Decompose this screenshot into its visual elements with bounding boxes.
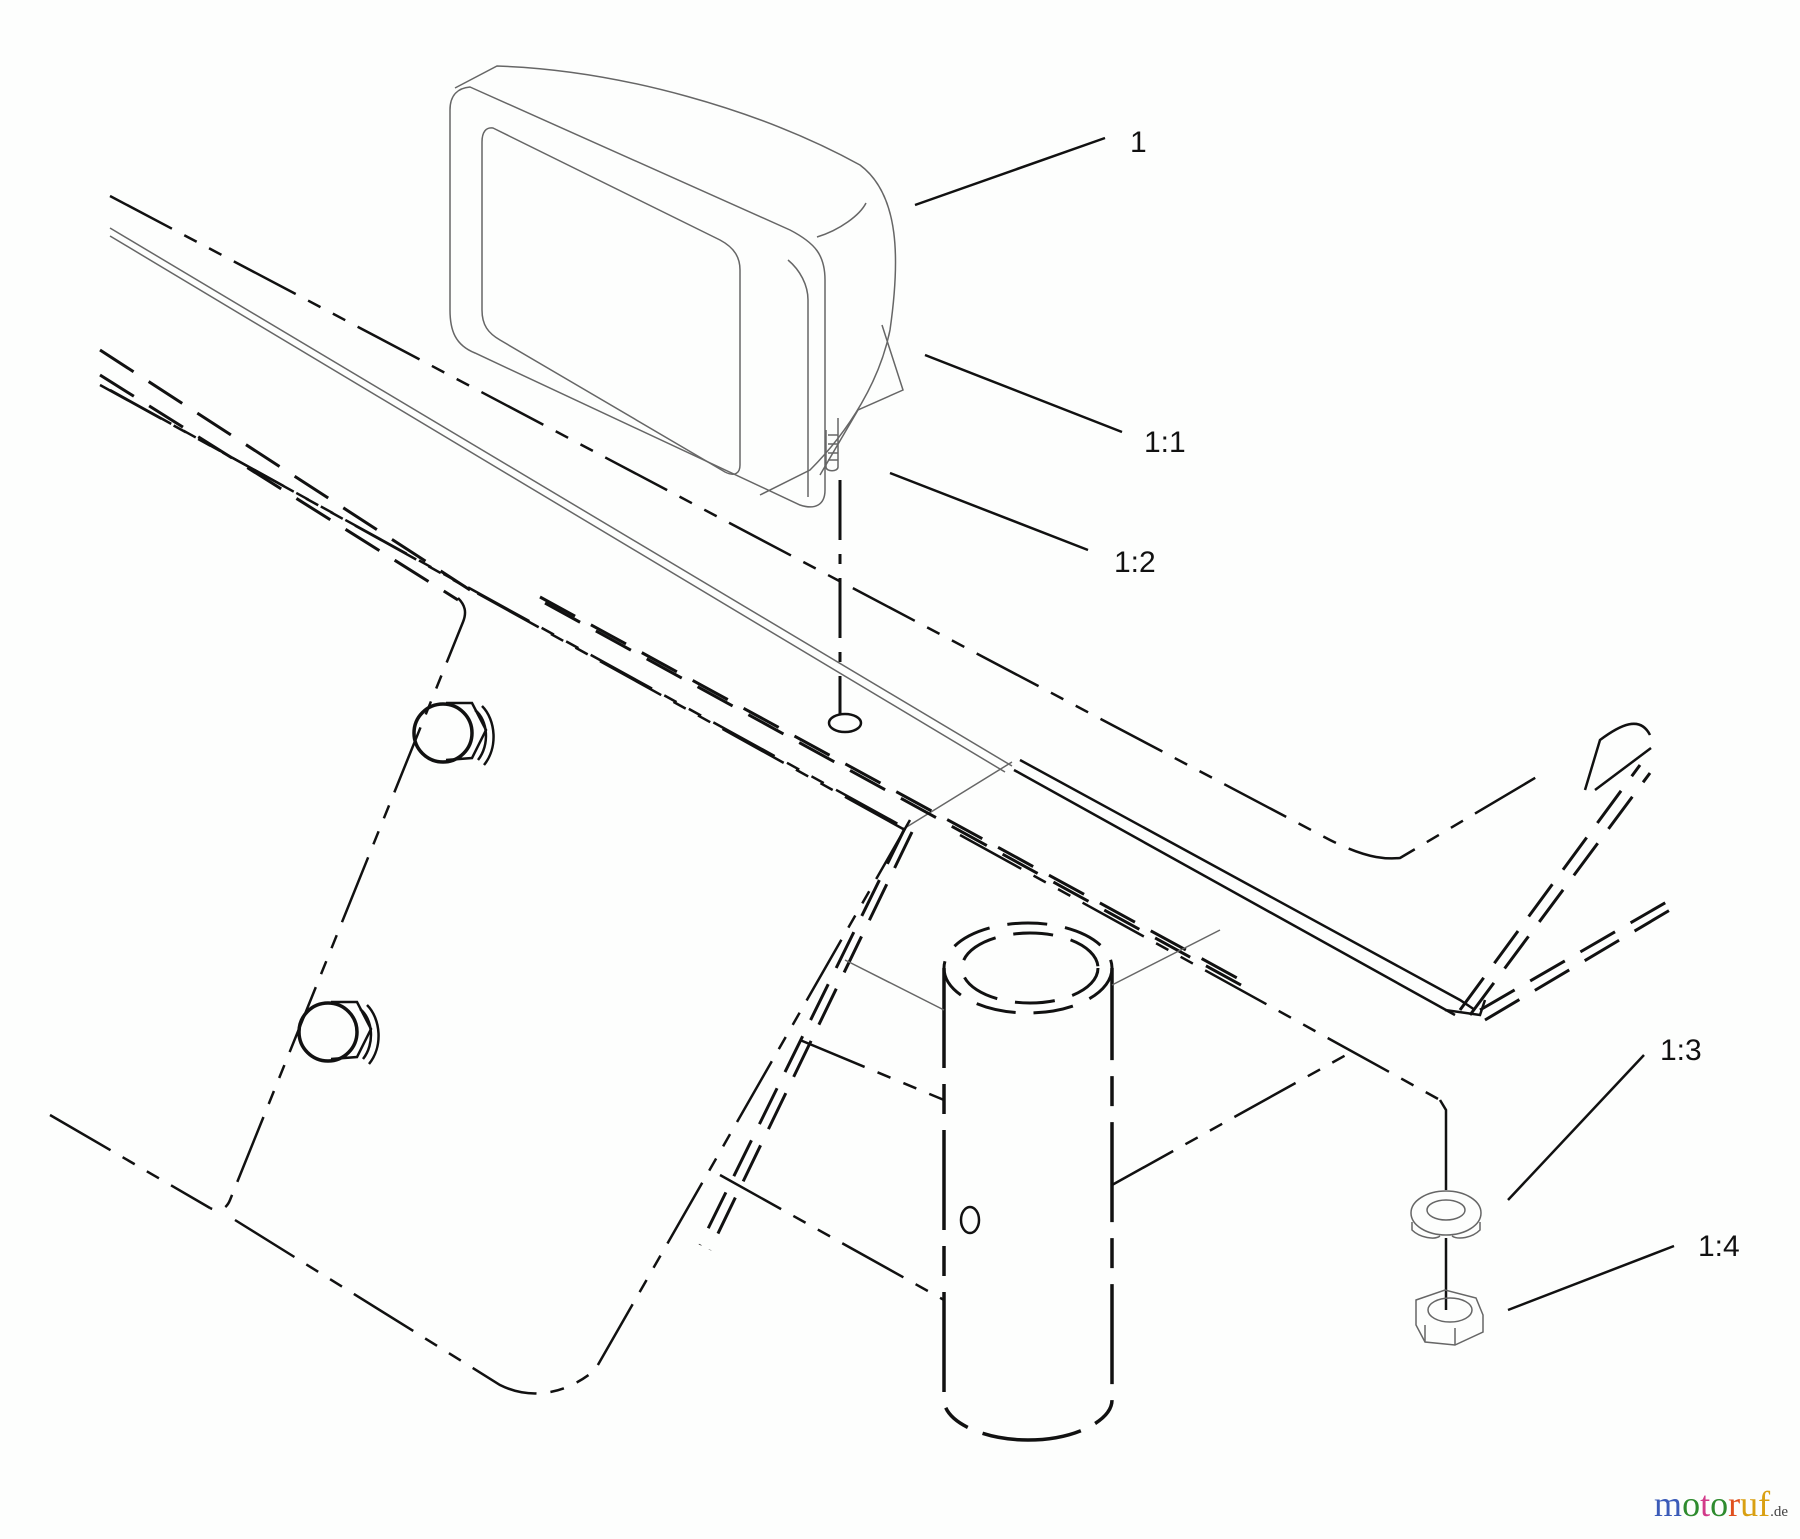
- hex-bolt-lower: [297, 1000, 380, 1065]
- callout-label-1: 1: [1130, 126, 1147, 159]
- watermark-letter: u: [1740, 1484, 1759, 1524]
- work-light-housing: [449, 65, 904, 508]
- watermark-suffix: .de: [1770, 1504, 1788, 1520]
- pivot-tube: [942, 921, 1114, 1442]
- hex-bolt-upper: [412, 701, 495, 766]
- callout-label-1-3: 1:3: [1660, 1034, 1702, 1067]
- leader-line-1-3: [1507, 1054, 1645, 1201]
- side-plate: [49, 597, 914, 1395]
- watermark-letter: t: [1700, 1484, 1711, 1524]
- watermark-letter: o: [1710, 1484, 1729, 1524]
- watermark-letter: f: [1758, 1484, 1771, 1524]
- leader-line-1: [914, 136, 1106, 207]
- hex-nut: [1415, 1289, 1484, 1346]
- leader-line-1-4: [1507, 1244, 1675, 1312]
- threaded-stud: [825, 418, 839, 472]
- callout-label-1-2: 1:2: [1114, 546, 1156, 579]
- leader-line-1-1: [924, 353, 1123, 434]
- watermark-letter: m: [1654, 1484, 1683, 1524]
- callout-label-1-1: 1:1: [1144, 426, 1186, 459]
- mounting-hole: [827, 712, 863, 734]
- tube-mount-phantom-lines: [719, 833, 1448, 1302]
- callout-label-1-4: 1:4: [1698, 1230, 1740, 1263]
- lock-washer: [1410, 1190, 1482, 1300]
- leader-line-1-2: [889, 471, 1089, 552]
- frame-phantom-lines: [99, 194, 1671, 1022]
- watermark-letter: r: [1728, 1484, 1741, 1524]
- watermark-letter: o: [1682, 1484, 1701, 1524]
- watermark-logo: motoruf.de: [1654, 1483, 1788, 1525]
